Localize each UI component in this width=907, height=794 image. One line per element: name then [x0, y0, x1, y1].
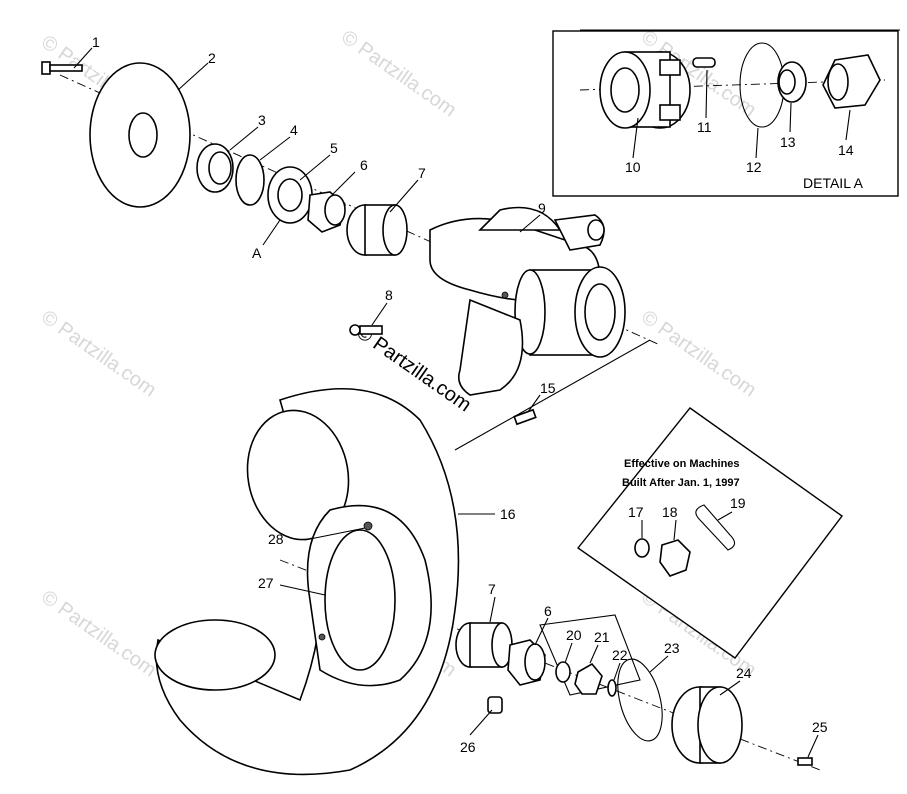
part-6-bearing-lower [507, 639, 546, 686]
callout-16: 16 [500, 506, 516, 522]
note-line-2: Built After Jan. 1, 1997 [622, 477, 740, 489]
callout-18: 18 [662, 504, 678, 520]
part-7-race-lower [455, 622, 513, 668]
callout-17: 17 [628, 504, 644, 520]
callouts: 1 2 3 4 5 6 7 A 9 8 15 16 28 27 17 18 19… [92, 34, 828, 755]
part-22-cotter-ring [607, 679, 617, 697]
callout-15: 15 [540, 380, 556, 396]
watermark: © Partzilla.com [637, 306, 760, 401]
callout-6b: 6 [544, 603, 552, 619]
part-11-pin [692, 57, 716, 68]
callout-19: 19 [730, 495, 746, 511]
part-7-race [346, 204, 408, 256]
callout-6: 6 [360, 157, 368, 173]
watermark: © Partzilla.com [337, 26, 460, 121]
part-13-washer [777, 61, 807, 103]
part-25-screw [797, 757, 813, 766]
part-8-grease-fitting [349, 324, 383, 336]
part-27-wheel-rim [306, 504, 432, 687]
callout-9: 9 [538, 200, 546, 216]
callout-26: 26 [460, 739, 476, 755]
part-17-washer [634, 538, 650, 558]
callout-4: 4 [290, 122, 298, 138]
callout-25: 25 [812, 719, 828, 735]
part-2-brake-disc [89, 62, 191, 208]
note-line-1: Effective on Machines [624, 458, 740, 470]
callout-1: 1 [92, 34, 100, 50]
callout-24: 24 [736, 665, 752, 681]
callout-10: 10 [625, 159, 641, 175]
part-18-nut [659, 539, 691, 577]
part-3-seal [196, 143, 234, 193]
leader-lines [73, 47, 819, 758]
note-box: Effective on Machines Built After Jan. 1… [576, 407, 843, 659]
detail-a-box: 10 11 12 13 14 DETAIL A [552, 30, 899, 197]
callout-12: 12 [746, 159, 762, 175]
part-20-washer [555, 661, 571, 683]
callout-5: 5 [330, 140, 338, 156]
callout-21: 21 [594, 629, 610, 645]
part-15-stud [513, 408, 537, 426]
callout-22: 22 [612, 647, 628, 663]
part-14-nut [822, 54, 881, 109]
callout-3: 3 [258, 112, 266, 128]
watermark: © Partzilla.com [37, 586, 160, 681]
callout-20: 20 [566, 627, 582, 643]
part-6-bearing [307, 191, 346, 233]
callout-28: 28 [268, 531, 284, 547]
part-23-o-ring [617, 658, 663, 742]
callout-14: 14 [838, 142, 854, 158]
part-19-cotter-pin [695, 504, 736, 551]
detail-a-label: DETAIL A [803, 175, 864, 191]
callout-23: 23 [664, 640, 680, 656]
parts-20-22-group [539, 614, 641, 697]
callout-7: 7 [418, 165, 426, 181]
part-21-nut [574, 662, 603, 695]
callout-11: 11 [697, 119, 712, 135]
callout-2: 2 [208, 50, 216, 66]
part-24-hub-cap [671, 686, 743, 764]
part-26-valve-stem [487, 696, 503, 714]
callout-A: A [252, 245, 262, 261]
callout-13: 13 [780, 134, 796, 150]
part-5-spindle-nut [267, 166, 313, 224]
callout-7b: 7 [488, 581, 496, 597]
part-10-drive-hub [599, 51, 691, 129]
part-9-hub-knuckle [429, 206, 626, 396]
watermark: © Partzilla.com [37, 306, 160, 401]
part-1-bolt [41, 61, 83, 75]
part-4-ring [235, 154, 265, 206]
callout-8: 8 [385, 287, 393, 303]
callout-27: 27 [258, 575, 274, 591]
